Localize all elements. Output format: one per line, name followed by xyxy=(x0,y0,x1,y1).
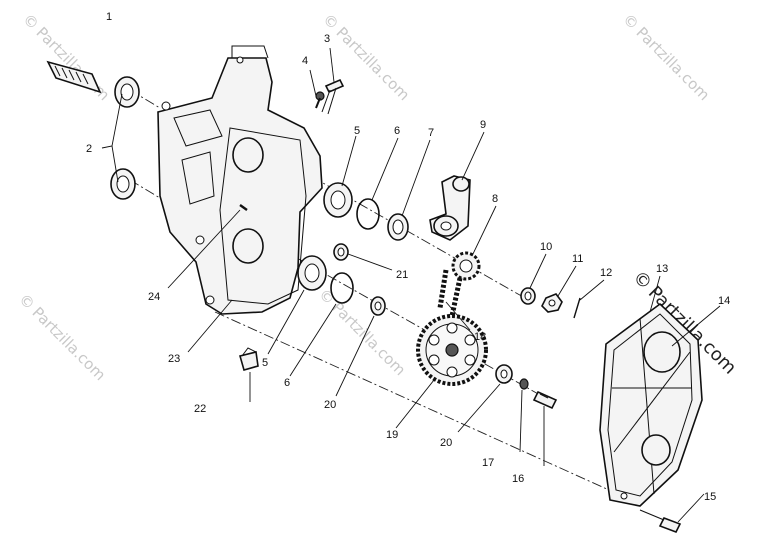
watermark-top-right: ©Partzilla.com xyxy=(619,10,713,104)
bolt-3 xyxy=(321,78,345,115)
callout-21: 21 xyxy=(396,269,408,281)
lock-washer-17 xyxy=(519,378,529,390)
callout-22: 22 xyxy=(194,403,206,415)
callout-12: 12 xyxy=(600,267,612,279)
dowel-pin xyxy=(239,204,248,211)
callout-23: 23 xyxy=(168,353,180,365)
tensioner-arm xyxy=(429,175,471,241)
chaincase-housing xyxy=(157,45,323,315)
drive-sprocket-small xyxy=(451,251,481,281)
seal-lower xyxy=(110,168,136,200)
callout-2: 2 xyxy=(86,143,92,155)
callout-5-lower: 5 xyxy=(262,357,268,369)
callout-3: 3 xyxy=(324,33,330,45)
bearing-upper xyxy=(323,182,353,218)
callout-17: 17 xyxy=(482,457,494,469)
bolt-16 xyxy=(532,390,558,410)
callout-5-upper: 5 xyxy=(354,125,360,137)
oring-upper xyxy=(356,198,380,230)
callout-8: 8 xyxy=(492,193,498,205)
callout-6-lower: 6 xyxy=(284,377,290,389)
input-shaft xyxy=(46,60,102,94)
washer-20-left xyxy=(370,296,386,316)
callout-11: 11 xyxy=(572,253,583,265)
leader-lines xyxy=(101,47,721,523)
callout-18: 18 xyxy=(474,331,486,343)
callout-24: 24 xyxy=(148,291,160,303)
spacer-upper xyxy=(387,213,409,241)
callout-16: 16 xyxy=(512,473,524,485)
callout-10: 10 xyxy=(540,241,552,253)
oring-lower xyxy=(330,272,354,304)
callout-9: 9 xyxy=(480,119,486,131)
callout-19: 19 xyxy=(386,429,398,441)
washer-20-right xyxy=(495,364,513,384)
chaincase-cover xyxy=(599,302,703,507)
bearing-lower xyxy=(297,255,327,291)
watermark-bottom-center: ©Partzilla.com xyxy=(315,285,409,379)
drain-plug-22 xyxy=(239,347,259,371)
callout-6-upper: 6 xyxy=(394,125,400,137)
callout-20-right: 20 xyxy=(440,437,452,449)
cotter-pin-12 xyxy=(573,297,581,319)
washer-10 xyxy=(520,287,536,305)
chain-18 xyxy=(437,269,463,317)
bushing-21 xyxy=(333,243,349,261)
callout-4: 4 xyxy=(302,55,308,67)
callout-7: 7 xyxy=(428,127,434,139)
driven-sprocket-19 xyxy=(416,314,488,386)
cover-bolt-15 xyxy=(639,509,682,534)
callout-15: 15 xyxy=(704,491,716,503)
callout-14: 14 xyxy=(718,295,730,307)
screw-4 xyxy=(315,91,325,109)
callout-20-left: 20 xyxy=(324,399,336,411)
callout-13: 13 xyxy=(656,263,668,275)
watermark-bottom-left: ©Partzilla.com xyxy=(15,290,109,384)
sheet-mark: 1 xyxy=(106,11,112,23)
seal-upper xyxy=(114,76,140,108)
nut-11 xyxy=(541,293,563,313)
callout-labels: 2 3 4 5 6 7 9 8 10 11 12 13 14 21 24 18 … xyxy=(86,33,730,503)
